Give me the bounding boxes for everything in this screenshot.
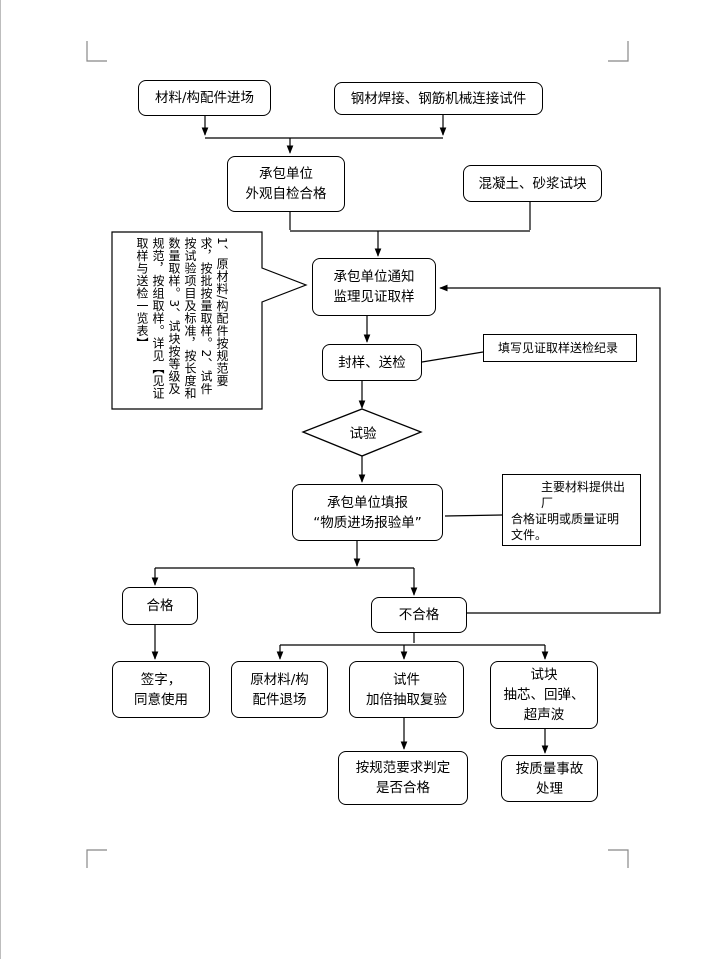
sign-use-box: 签字， 同意使用 (112, 661, 210, 718)
record-note: 填写见证取样送检纪录 (483, 334, 637, 362)
judge-box: 按规范要求判定 是否合格 (338, 751, 468, 805)
fill-report-box: 承包单位填报 “物质进场报验单” (292, 484, 443, 541)
steel-test-box: 钢材焊接、钢筋机械连接试件 (334, 82, 543, 115)
sampling-rules-note: 1、原材料/构配件按规范要求，按批按量取样。2、试件按试验项目及标准，按长度和数… (135, 237, 229, 400)
concrete-test-box: 混凝土、砂浆试块 (463, 165, 602, 202)
self-check-box: 承包单位 外观自检合格 (227, 156, 345, 212)
test-diamond-label: 试验 (349, 426, 377, 442)
accident-box: 按质量事故 处理 (501, 755, 598, 802)
seal-send-box: 封样、送检 (322, 344, 422, 381)
certificate-note: 主要材料提供出厂 合格证明或质量证明 文件。 (502, 474, 641, 546)
fail-box: 不合格 (371, 597, 467, 633)
page-edge (0, 0, 1, 959)
block-test-box: 试块 抽芯、回弹、 超声波 (490, 661, 598, 729)
return-material-box: 原材料/构 配件退场 (231, 661, 328, 718)
material-entry-box: 材料/构配件进场 (138, 80, 271, 116)
notify-sample-box: 承包单位通知 监理见证取样 (312, 258, 436, 316)
specimen-retest-box: 试件 加倍抽取复验 (349, 661, 464, 718)
pass-box: 合格 (122, 587, 198, 625)
